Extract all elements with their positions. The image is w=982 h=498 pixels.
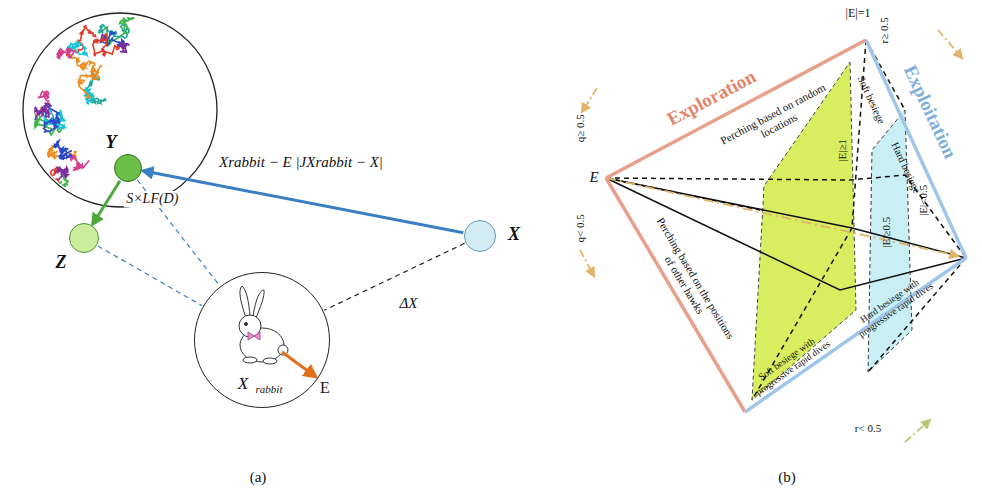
node-label: E [320,379,330,397]
prey-region: Xrabbit E [194,272,330,408]
move-arrow [143,171,464,233]
hawk-position: X [464,220,496,252]
strategy-lines [606,40,966,400]
exploration-edge [606,178,745,412]
drawing-part [938,30,962,58]
dashed-link [98,246,202,306]
node-label: Y [106,133,117,153]
phase-title: Exploitation [899,62,961,162]
drawing-part [905,420,930,442]
energy-label: E [589,169,598,186]
drawing-part [253,290,264,318]
strategy-label: Soft besiege [855,74,888,126]
drawing-part [582,88,597,112]
walk-trace [85,88,94,104]
strategy-label: Hard besiege [889,140,923,195]
rabbit-figure [239,286,288,364]
node-label: Z [56,253,67,273]
walk-trace [57,48,74,59]
condition-label: |E|≥0.5 [880,217,893,248]
exploitation-edge [866,40,966,258]
drawing-part [248,332,260,340]
dashed-link [324,243,464,310]
condition-label: |E|=1 [846,7,871,21]
exploration-edge [606,40,866,178]
walk-trace [53,141,72,160]
drawing-part [245,323,248,326]
strategy-label: Hard besiege with progressive rapid dive… [842,266,945,347]
walk-trace [35,103,50,120]
escape-arrow [282,352,316,377]
walk-trace [78,68,99,97]
subscript-label: rabbit [256,383,283,395]
walk-trace [56,175,68,193]
condition-label: q≥ 0.5 [574,114,587,142]
edge-label: S×LF(D) [124,191,180,207]
drawing-part [243,357,257,363]
edge-label: Xrabbit − E |JXrabbit − X| [217,153,385,170]
walk-trace [44,168,62,195]
hawk-position: Y [114,154,142,182]
walk-trace [70,54,102,74]
condition-label: q< 0.5 [574,214,587,242]
walk-trace [66,25,95,58]
walk-trace [70,153,89,170]
panel-label: (b) [778,469,796,486]
condition-label: r≥ 0.5 [878,17,891,43]
node-label: X [238,375,248,394]
search-circle [23,13,217,207]
condition-label: r< 0.5 [855,422,881,435]
exploitation-edge [745,258,966,412]
node-label: X [508,225,520,245]
direction-arrows [580,30,962,442]
edge-label: ΔX [397,294,419,311]
drawing-part [240,286,250,318]
hawk-position: Z [69,223,99,253]
strategy-label: Soft besiege with progressive rapid dive… [739,324,842,405]
strategy-label: Perching based on the positions of other… [641,211,740,353]
drawing-part [263,358,277,364]
move-arrow [93,181,121,225]
drawing-part [580,250,594,276]
walk-trace [93,34,119,56]
condition-label: |E|≥1 [836,139,849,162]
panel-label: (a) [250,469,267,486]
